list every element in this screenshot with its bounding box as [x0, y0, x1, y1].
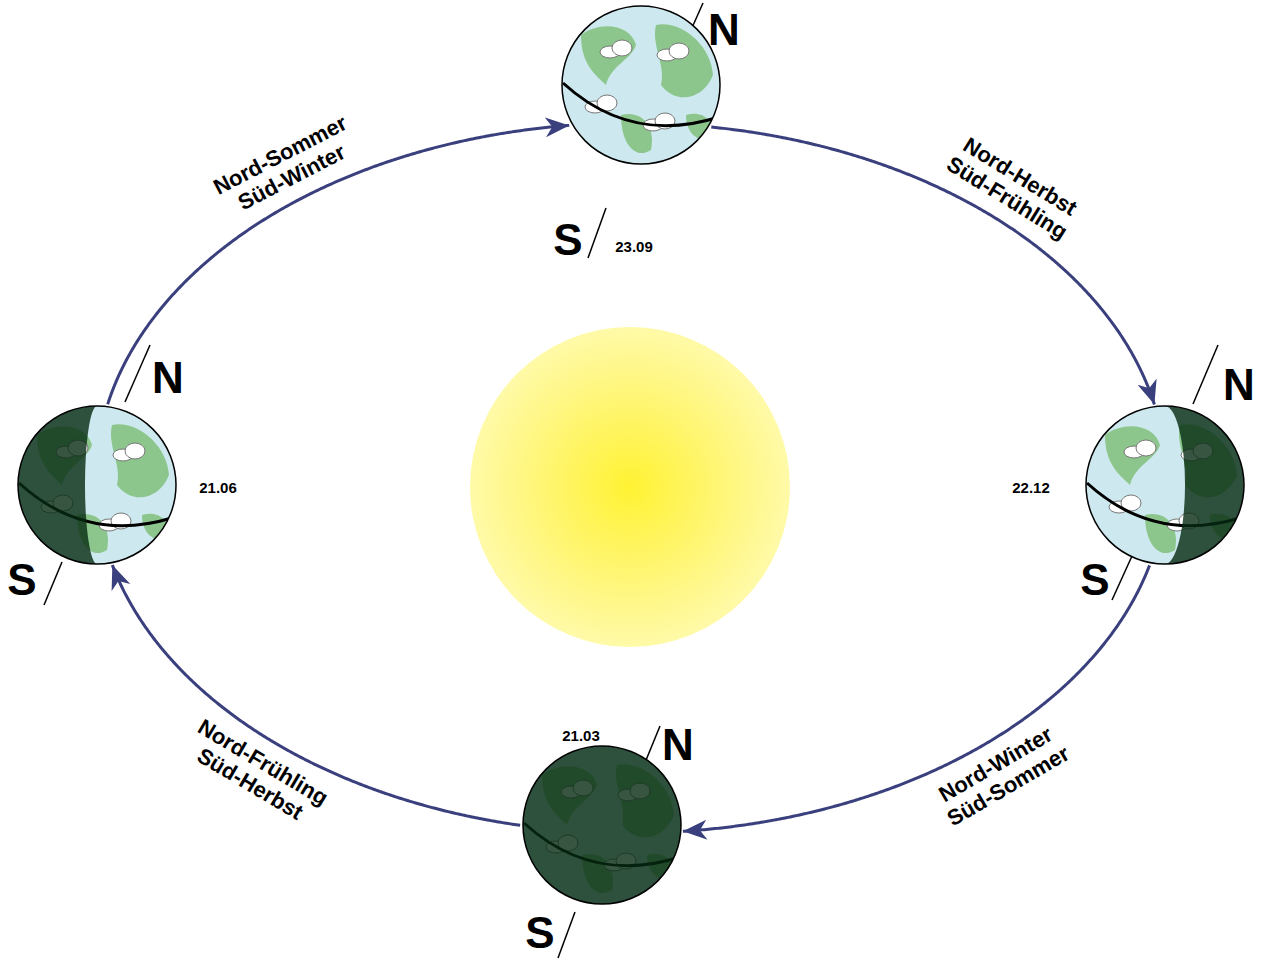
date-label: 21.03: [562, 728, 600, 743]
pole-label: N: [662, 723, 694, 767]
season-label: Nord-Herbst Süd-Frühling: [931, 123, 1096, 252]
cloud: [643, 113, 675, 131]
pole-label: S: [1080, 558, 1109, 602]
pole-label: N: [1223, 363, 1255, 407]
continent: [111, 424, 169, 497]
continent: [1105, 426, 1160, 485]
continent: [655, 24, 713, 97]
globe-outline: [562, 6, 720, 164]
globe-drawing: [561, 5, 721, 165]
globe-outline: [1086, 406, 1244, 564]
night-side: [18, 406, 97, 564]
date-label: 23.09: [615, 239, 653, 254]
cloud: [1124, 440, 1156, 458]
earth-globe: NS22.12: [1085, 405, 1245, 565]
orbit-arrow: [683, 565, 1150, 831]
ocean: [1086, 406, 1244, 564]
globe-outline: [18, 406, 176, 564]
date-label: 22.12: [1012, 480, 1050, 495]
globe-outline: [523, 746, 681, 904]
pole-label: N: [152, 356, 184, 400]
earth-globe: NS21.06: [17, 405, 177, 565]
pole-label: N: [708, 8, 740, 52]
cloud: [99, 513, 131, 531]
ocean: [18, 406, 176, 564]
axis-line: [1193, 345, 1218, 404]
equator-line: [563, 83, 719, 126]
ocean: [562, 6, 720, 164]
axis-line: [44, 562, 62, 605]
axis-line: [1112, 556, 1132, 600]
continent: [581, 26, 636, 85]
season-label: Nord-Sommer Süd-Winter: [202, 107, 369, 226]
axis-line: [588, 208, 606, 258]
cloud: [600, 40, 632, 58]
globe-drawing: [1085, 405, 1245, 565]
earth-globe: NS23.09: [561, 5, 721, 165]
night-side: [522, 745, 682, 905]
ocean: [523, 746, 681, 904]
season-label: Nord-Frühling Süd-Herbst: [174, 710, 340, 837]
cloud: [657, 43, 689, 61]
pole-label: S: [553, 218, 582, 262]
pole-label: S: [525, 911, 554, 955]
earth-axes: [44, 3, 1218, 958]
pole-label: S: [7, 558, 36, 602]
orbit-arrow: [711, 127, 1154, 405]
earth-globe: NS21.03: [522, 745, 682, 905]
sun: [470, 327, 790, 647]
axis-line: [558, 912, 575, 958]
date-label: 21.06: [199, 480, 237, 495]
season-label: Nord-Winter Süd-Sommer: [919, 713, 1084, 838]
cloud: [113, 443, 145, 461]
globe-drawing: [17, 405, 177, 565]
globe-drawing: [522, 745, 682, 905]
night-side: [1165, 406, 1244, 564]
